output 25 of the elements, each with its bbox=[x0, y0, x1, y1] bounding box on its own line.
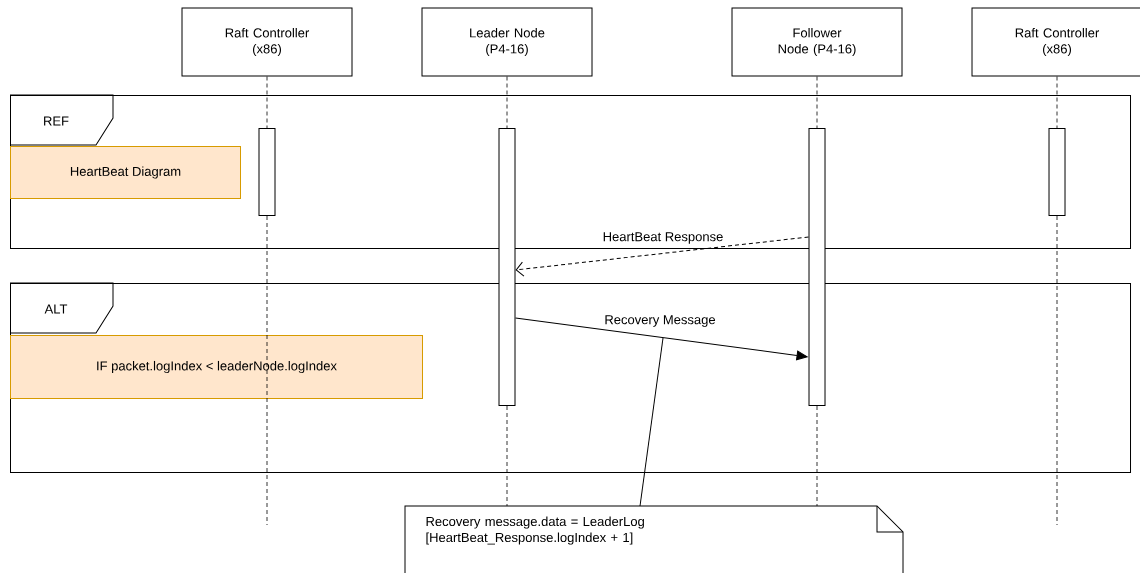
message-arrow bbox=[515, 236, 809, 277]
lifeline bbox=[266, 215, 268, 526]
activation-bar bbox=[498, 128, 516, 406]
edge-label: HeartBeat Response bbox=[603, 232, 723, 244]
condition-box: HeartBeat Diagram bbox=[10, 146, 241, 199]
activation-bar bbox=[258, 128, 276, 216]
lifeline bbox=[506, 405, 508, 507]
lifeline bbox=[266, 76, 268, 129]
frame-tab: REF bbox=[9, 94, 114, 146]
lifeline-header: Raft Controller (x86) bbox=[181, 7, 353, 77]
lifeline bbox=[506, 76, 508, 129]
lifeline-header: Leader Node (P4-16) bbox=[421, 7, 593, 77]
lifeline-header: Raft Controller (x86) bbox=[971, 7, 1140, 77]
condition-box: IF packet.logIndex < leaderNode.logIndex bbox=[10, 335, 423, 399]
lifeline bbox=[816, 405, 818, 507]
note: Recovery message.data = LeaderLog [HeartBeat_Response.logIndex + 1] bbox=[404, 505, 904, 573]
activation-bar bbox=[1048, 128, 1066, 216]
message-arrow bbox=[515, 317, 808, 361]
activation-bar bbox=[808, 128, 826, 406]
lifeline-header: Follower Node (P4-16) bbox=[731, 7, 903, 77]
edge-label: Recovery Message bbox=[605, 315, 716, 327]
lifeline bbox=[1056, 76, 1058, 129]
lifeline bbox=[1056, 215, 1058, 526]
frame-tab: ALT bbox=[9, 282, 114, 334]
lifeline bbox=[816, 76, 818, 129]
